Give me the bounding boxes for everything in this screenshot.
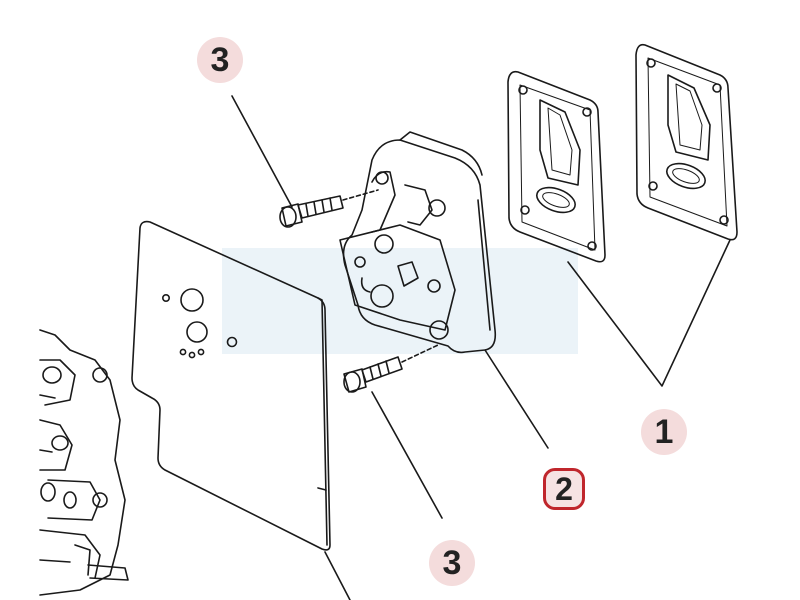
callout-2: 2: [543, 468, 585, 510]
engine-block: [39, 329, 129, 596]
gasket-plate: [131, 220, 331, 551]
callout-label: 3: [210, 40, 230, 79]
bolt-bottom: [343, 344, 439, 393]
callout-1: 1: [641, 409, 687, 455]
gasket-part-1-left: [507, 70, 606, 263]
flange-part-2: [339, 131, 497, 354]
callout-label: 3: [442, 543, 462, 582]
leader-lines: [231, 95, 731, 600]
callout-label: 2: [555, 470, 573, 507]
callout-label: 1: [654, 412, 674, 451]
gasket-part-1-right: [635, 43, 738, 241]
bolt-top: [279, 189, 379, 228]
callout-3-top: 3: [197, 37, 243, 83]
callout-3-bottom: 3: [429, 540, 475, 586]
